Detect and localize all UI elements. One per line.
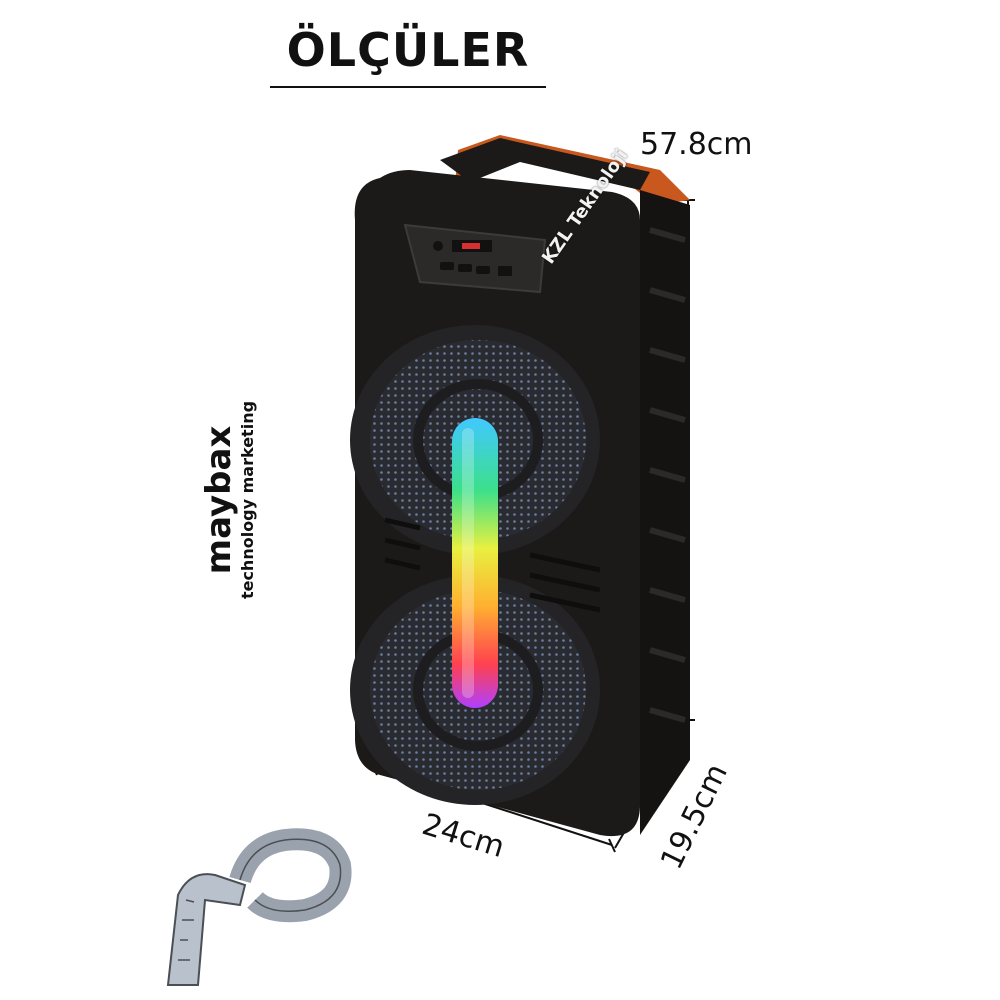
height-dimension-label: 57.8cm (640, 127, 753, 162)
speaker-body (350, 135, 690, 837)
brand-logo: maybax technology marketing (199, 380, 280, 620)
title-underline (270, 86, 546, 88)
brand-name: maybax (199, 425, 239, 575)
page-title: ÖLÇÜLER (286, 23, 530, 77)
measuring-tape-icon (166, 828, 352, 986)
brand-tagline: technology marketing (238, 400, 257, 600)
